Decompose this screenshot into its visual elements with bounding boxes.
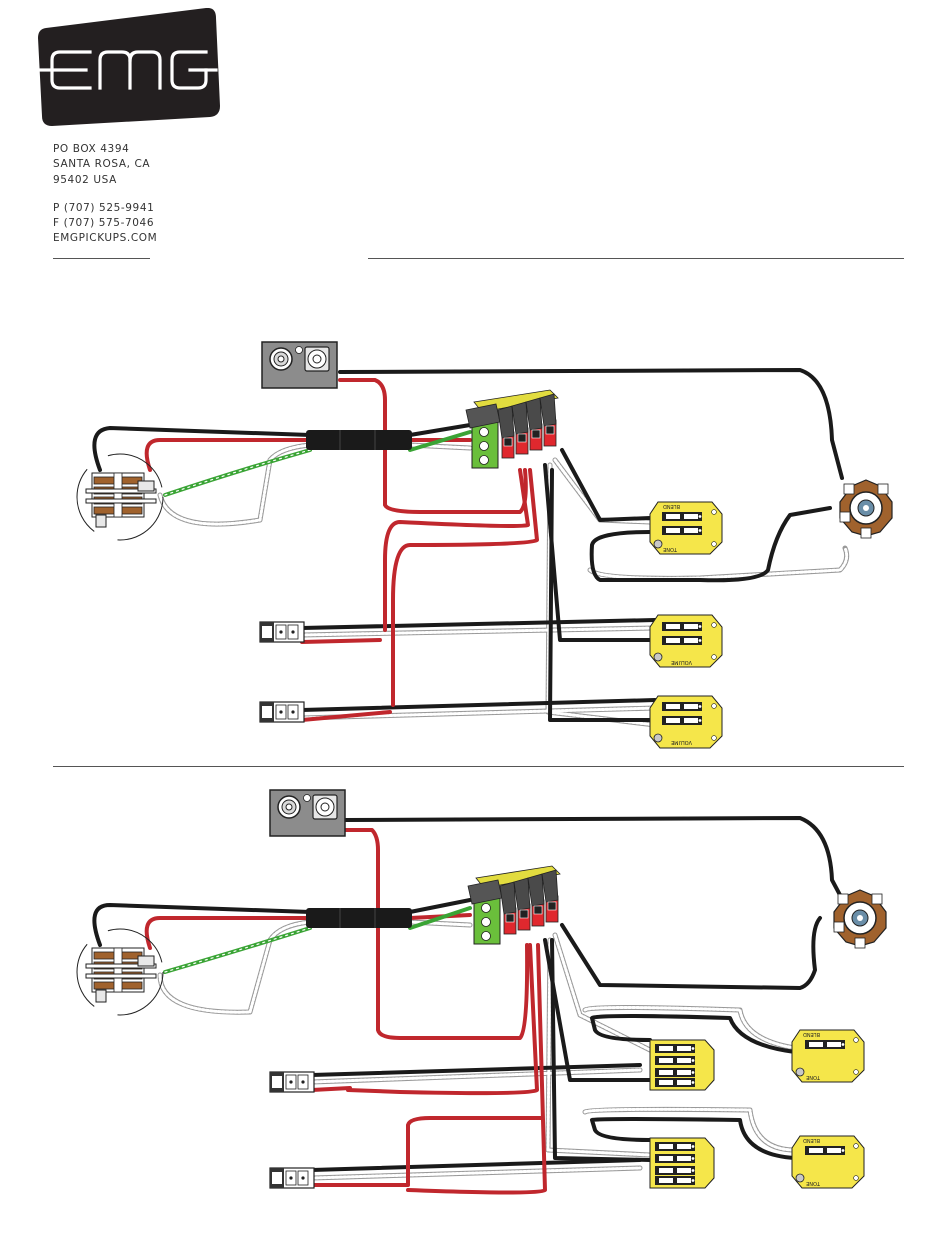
pickup-connector-1b	[260, 702, 304, 722]
terminal-block-2	[468, 866, 560, 944]
diagram-1: BLEND TONE VOLUME VOLUME	[77, 342, 892, 748]
volume-pot-board-1b: VOLUME	[650, 696, 722, 748]
pickup-connector-2b	[270, 1168, 314, 1188]
heat-shrink-1	[306, 430, 412, 450]
tone-label-2a: TONE	[806, 1074, 821, 1080]
stacked-pot-board-2b	[650, 1138, 714, 1188]
blend-label-1: BLEND	[663, 503, 680, 509]
heat-shrink-2	[306, 908, 412, 928]
push-pull-switch-1	[840, 480, 892, 538]
tone-pot-board-1: BLEND TONE	[650, 502, 722, 554]
output-jack-plate-2	[270, 790, 345, 836]
tone-label-1: TONE	[663, 546, 678, 552]
blend-label-2a: BLEND	[803, 1031, 820, 1037]
pickup-selector-switch-2	[77, 929, 163, 1015]
blend-label-2b: BLEND	[803, 1137, 820, 1143]
pickup-connector-2a	[270, 1072, 314, 1092]
pickup-connector-1a	[260, 622, 304, 642]
tone-pot-board-2a: BLEND TONE	[792, 1030, 864, 1082]
tone-label-2b: TONE	[806, 1180, 821, 1186]
push-pull-switch-2	[834, 890, 886, 948]
pickup-selector-switch-1	[77, 454, 163, 540]
volume-label-1b: VOLUME	[671, 739, 692, 745]
tone-pot-board-2b: BLEND TONE	[792, 1136, 864, 1188]
stacked-pot-board-2a	[650, 1040, 714, 1090]
volume-label-1a: VOLUME	[671, 659, 692, 665]
terminal-block-1	[466, 390, 558, 468]
volume-pot-board-1a: VOLUME	[650, 615, 722, 667]
diagram-2: BLEND TONE BLEND TONE	[77, 790, 886, 1193]
output-jack-plate-1	[262, 342, 337, 388]
